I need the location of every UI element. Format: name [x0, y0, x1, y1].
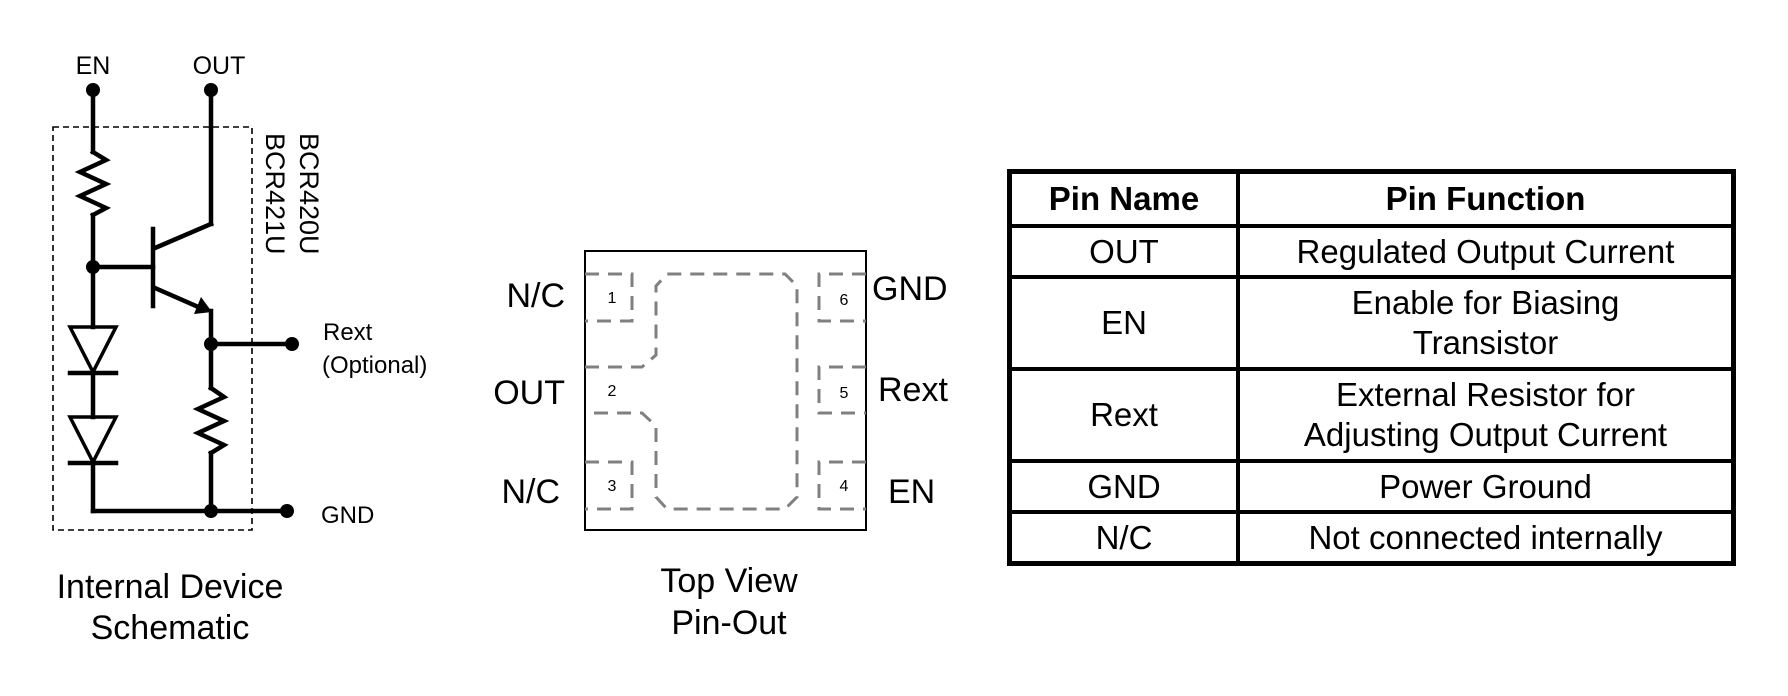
diode-2: [67, 415, 119, 466]
pad-1: [585, 272, 634, 323]
pin-label-1: N/C: [506, 277, 565, 315]
pinout-diagram: 1 2 3 4 5 6 N/C OUT N/C EN Rext GND Top …: [493, 250, 948, 642]
pin-number-3: 3: [608, 478, 617, 495]
cell-pin-function: Enable for Biasing Transistor: [1236, 275, 1736, 371]
header-pin-function: Pin Function: [1236, 169, 1736, 228]
schematic-caption-line-2: Schematic: [91, 609, 250, 647]
gnd-junction-dot: [204, 504, 218, 518]
pin-number-2: 2: [608, 383, 617, 400]
terminal-label-rext: Rext: [323, 319, 373, 346]
cell-pin-name: Rext: [1007, 367, 1240, 463]
package-body: [584, 250, 867, 531]
table-row: GND Power Ground: [1007, 459, 1736, 514]
pin-function-table: Pin Name Pin Function OUT Regulated Outp…: [1007, 169, 1736, 566]
pin-label-4: EN: [888, 473, 935, 511]
pin-label-2: OUT: [493, 374, 565, 412]
cell-line: Adjusting Output Current: [1303, 416, 1668, 453]
sense-resistor: [192, 384, 230, 457]
pad-6: [817, 272, 866, 323]
pinout-caption-line-2: Pin-Out: [671, 604, 787, 642]
pin-label-6: GND: [872, 270, 948, 308]
cell-pin-function: Not connected internally: [1236, 510, 1736, 566]
cell-line: Transistor: [1412, 324, 1559, 361]
bias-resistor: [74, 148, 112, 219]
cell-pin-name: EN: [1007, 275, 1240, 371]
table-header-row: Pin Name Pin Function: [1007, 169, 1736, 228]
terminal-label-rext-note: (Optional): [322, 352, 427, 379]
cell-line: Enable for Biasing: [1351, 284, 1620, 321]
terminal-label-en: EN: [76, 52, 111, 80]
transistor-collector: [152, 221, 214, 251]
npn-transistor: [150, 221, 214, 314]
pin-number-6: 6: [840, 292, 849, 309]
table-row: N/C Not connected internally: [1007, 510, 1736, 566]
pin-number-5: 5: [840, 385, 849, 402]
cell-pin-function: Regulated Output Current: [1236, 224, 1736, 279]
part-number-2: BCR421U: [260, 133, 290, 255]
pin-label-5: Rext: [878, 371, 948, 409]
device-boundary: [52, 126, 253, 531]
pad-5: [817, 365, 866, 415]
cell-pin-function: Power Ground: [1236, 459, 1736, 514]
rext-terminal-dot: [285, 337, 299, 351]
cell-line: External Resistor for: [1336, 376, 1635, 413]
pad-3: [585, 460, 634, 511]
table-row: OUT Regulated Output Current: [1007, 224, 1736, 279]
emitter-arrow-icon: [194, 297, 212, 314]
table-row: Rext External Resistor for Adjusting Out…: [1007, 367, 1736, 463]
cell-pin-name: N/C: [1007, 510, 1240, 566]
internal-schematic: EN OUT: [52, 52, 427, 647]
part-number-1: BCR420U: [294, 133, 324, 255]
pin-number-4: 4: [840, 478, 849, 495]
pinout-caption-line-1: Top View: [660, 562, 798, 600]
terminal-label-gnd: GND: [321, 502, 374, 529]
schematic-caption-line-1: Internal Device: [57, 568, 284, 606]
cell-pin-name: GND: [1007, 459, 1240, 514]
pin-label-3: N/C: [501, 473, 560, 511]
exposed-pad-out: [585, 272, 799, 511]
terminal-label-out: OUT: [193, 52, 246, 80]
header-pin-name: Pin Name: [1007, 169, 1240, 228]
table-row: EN Enable for Biasing Transistor: [1007, 275, 1736, 371]
pin-number-1: 1: [608, 290, 617, 307]
gnd-terminal-dot: [280, 504, 294, 518]
cell-pin-name: OUT: [1007, 224, 1240, 279]
cell-pin-function: External Resistor for Adjusting Output C…: [1236, 367, 1736, 463]
transistor-emitter: [152, 285, 206, 312]
pad-4: [817, 460, 866, 511]
diode-1: [67, 325, 119, 376]
